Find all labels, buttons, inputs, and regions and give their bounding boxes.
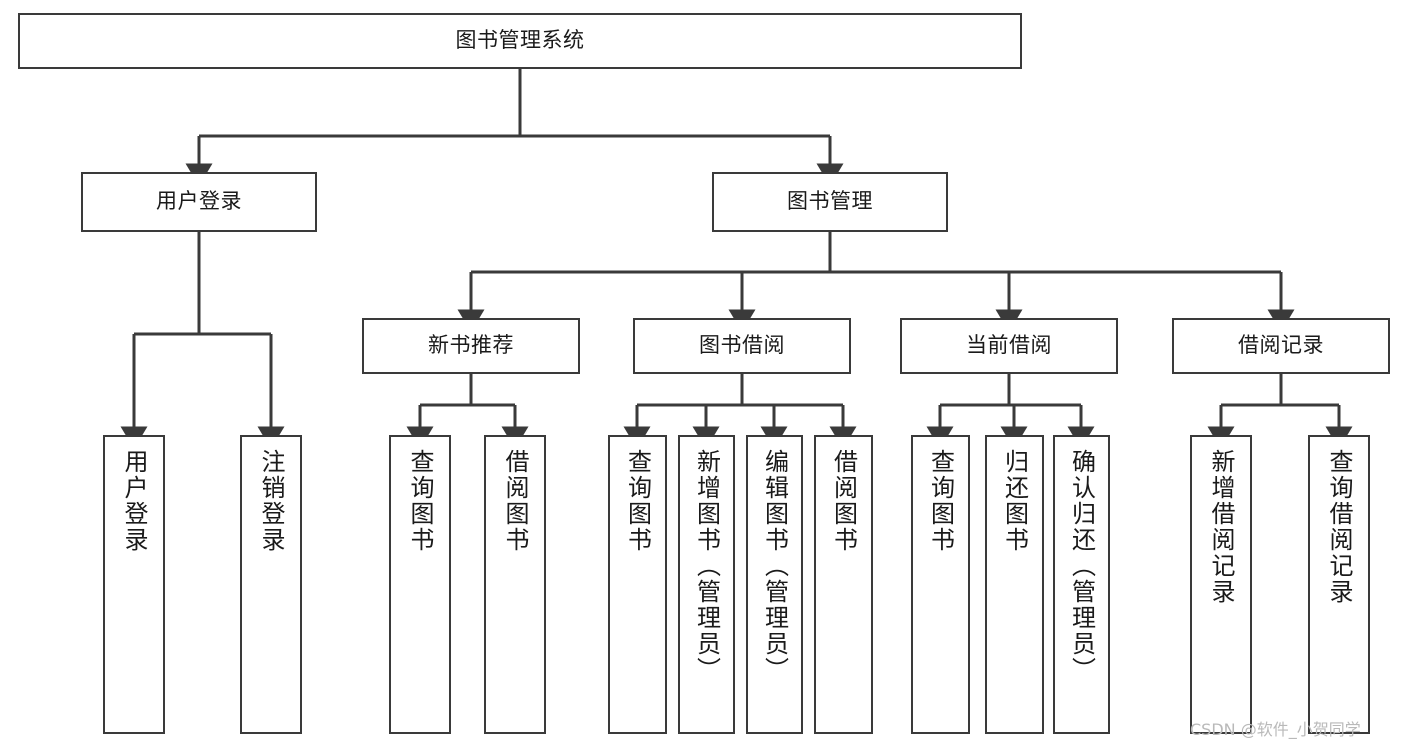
node-leaf-user-logout-label: 注销登录 [257, 449, 285, 553]
node-leaf-add-borrow-record[interactable]: 新增借阅记录 [1190, 435, 1252, 734]
node-leaf-user-login-label: 用户登录 [120, 449, 148, 553]
node-leaf-user-login[interactable]: 用户登录 [103, 435, 165, 734]
node-root-label: 图书管理系统 [455, 28, 585, 53]
node-leaf-return-book-label: 归还图书 [1000, 449, 1029, 553]
node-leaf-borrow-book-1[interactable]: 借阅图书 [484, 435, 546, 734]
node-user-login[interactable]: 用户登录 [81, 172, 317, 232]
node-leaf-query-borrow-record[interactable]: 查询借阅记录 [1308, 435, 1370, 734]
node-leaf-confirm-return-admin[interactable]: 确认归还（管理员） [1053, 435, 1110, 734]
node-leaf-query-borrow-record-label: 查询借阅记录 [1325, 449, 1353, 605]
node-leaf-query-book-1-label: 查询图书 [406, 449, 434, 553]
csdn-watermark: CSDN @软件_小贺同学 [1190, 720, 1361, 739]
node-leaf-confirm-return-admin-label: 确认归还（管理员） [1067, 449, 1096, 683]
node-leaf-borrow-book-1-label: 借阅图书 [501, 449, 529, 553]
node-leaf-query-book-3-label: 查询图书 [926, 449, 955, 553]
node-current-borrow[interactable]: 当前借阅 [900, 318, 1118, 374]
node-leaf-add-borrow-record-label: 新增借阅记录 [1207, 449, 1235, 605]
node-book-manage[interactable]: 图书管理 [712, 172, 948, 232]
node-leaf-query-book-2[interactable]: 查询图书 [608, 435, 667, 734]
node-leaf-borrow-book-2[interactable]: 借阅图书 [814, 435, 873, 734]
node-leaf-query-book-2-label: 查询图书 [623, 449, 652, 553]
node-leaf-edit-book-admin-label: 编辑图书（管理员） [760, 449, 789, 683]
node-leaf-edit-book-admin[interactable]: 编辑图书（管理员） [746, 435, 803, 734]
node-book-borrow[interactable]: 图书借阅 [633, 318, 851, 374]
node-leaf-add-book-admin-label: 新增图书（管理员） [692, 449, 721, 683]
node-leaf-query-book-1[interactable]: 查询图书 [389, 435, 451, 734]
node-new-book-recommend-label: 新书推荐 [428, 333, 514, 358]
node-new-book-recommend[interactable]: 新书推荐 [362, 318, 580, 374]
node-leaf-return-book[interactable]: 归还图书 [985, 435, 1044, 734]
node-borrow-record[interactable]: 借阅记录 [1172, 318, 1390, 374]
node-current-borrow-label: 当前借阅 [966, 333, 1052, 358]
node-leaf-add-book-admin[interactable]: 新增图书（管理员） [678, 435, 735, 734]
node-user-login-label: 用户登录 [156, 189, 242, 214]
node-leaf-user-logout[interactable]: 注销登录 [240, 435, 302, 734]
node-root[interactable]: 图书管理系统 [18, 13, 1022, 69]
node-book-manage-label: 图书管理 [787, 189, 873, 214]
node-leaf-borrow-book-2-label: 借阅图书 [829, 449, 858, 553]
node-leaf-query-book-3[interactable]: 查询图书 [911, 435, 970, 734]
node-borrow-record-label: 借阅记录 [1238, 333, 1324, 358]
node-book-borrow-label: 图书借阅 [699, 333, 785, 358]
